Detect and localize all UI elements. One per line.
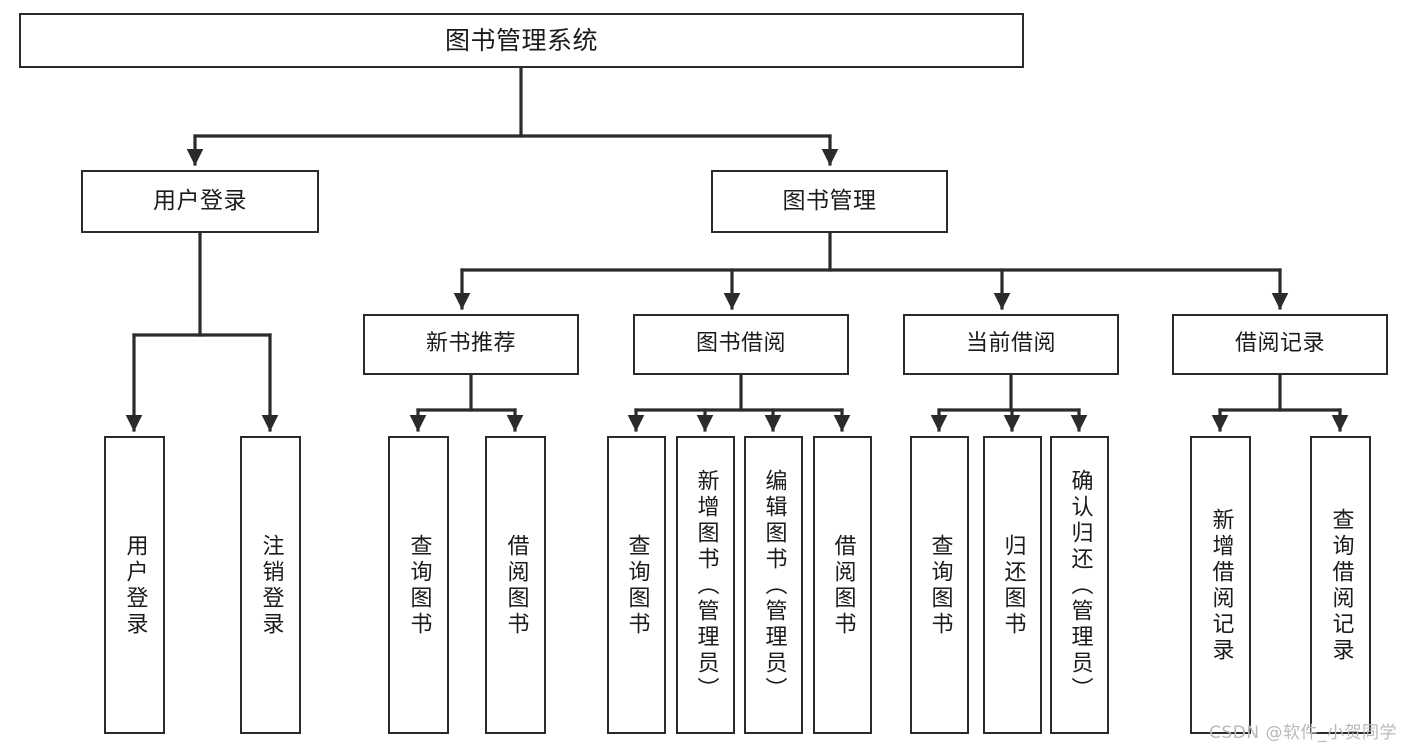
node-new-book-recommend[interactable]: 新书推荐: [363, 314, 579, 375]
leaf-user-login[interactable]: 用户登录: [104, 436, 165, 734]
node-book-manage-label: 图书管理: [782, 187, 877, 214]
leaf-confirm-return[interactable]: 确认归还（管理员）: [1050, 436, 1109, 734]
leaf-query-book-1-label: 查询图书: [406, 534, 432, 638]
leaf-add-book-label: 新增图书（管理员）: [693, 469, 719, 703]
leaf-borrow-book-2[interactable]: 借阅图书: [813, 436, 872, 734]
leaf-query-book-3[interactable]: 查询图书: [910, 436, 969, 734]
node-root-label: 图书管理系统: [444, 25, 598, 55]
leaf-add-record-label: 新增借阅记录: [1208, 508, 1234, 664]
leaf-query-book-3-label: 查询图书: [927, 534, 953, 638]
node-user-login[interactable]: 用户登录: [81, 170, 319, 233]
leaf-user-login-label: 用户登录: [122, 534, 148, 638]
leaf-query-book-1[interactable]: 查询图书: [388, 436, 449, 734]
leaf-query-record-label: 查询借阅记录: [1328, 508, 1354, 664]
node-current-borrow-label: 当前借阅: [965, 331, 1056, 357]
node-borrow-record-label: 借阅记录: [1234, 331, 1325, 357]
leaf-return-book[interactable]: 归还图书: [983, 436, 1042, 734]
leaf-return-book-label: 归还图书: [1000, 534, 1026, 638]
node-book-borrow-label: 图书借阅: [695, 331, 786, 357]
node-book-manage[interactable]: 图书管理: [711, 170, 948, 233]
node-current-borrow[interactable]: 当前借阅: [903, 314, 1119, 375]
leaf-add-book[interactable]: 新增图书（管理员）: [676, 436, 735, 734]
node-user-login-label: 用户登录: [153, 187, 247, 214]
leaf-logout[interactable]: 注销登录: [240, 436, 301, 734]
leaf-add-record[interactable]: 新增借阅记录: [1190, 436, 1251, 734]
leaf-borrow-book-1-label: 借阅图书: [503, 534, 529, 638]
leaf-edit-book-label: 编辑图书（管理员）: [761, 469, 787, 703]
node-root[interactable]: 图书管理系统: [19, 13, 1024, 68]
node-new-book-recommend-label: 新书推荐: [425, 331, 516, 357]
node-borrow-record[interactable]: 借阅记录: [1172, 314, 1388, 375]
csdn-watermark: CSDN @软件_小贺同学: [1209, 723, 1397, 743]
leaf-borrow-book-2-label: 借阅图书: [830, 534, 856, 638]
leaf-query-record[interactable]: 查询借阅记录: [1310, 436, 1371, 734]
leaf-logout-label: 注销登录: [258, 534, 284, 638]
leaf-confirm-return-label: 确认归还（管理员）: [1067, 469, 1093, 703]
leaf-borrow-book-1[interactable]: 借阅图书: [485, 436, 546, 734]
leaf-query-book-2-label: 查询图书: [624, 534, 650, 638]
leaf-query-book-2[interactable]: 查询图书: [607, 436, 666, 734]
leaf-edit-book[interactable]: 编辑图书（管理员）: [744, 436, 803, 734]
node-book-borrow[interactable]: 图书借阅: [633, 314, 849, 375]
